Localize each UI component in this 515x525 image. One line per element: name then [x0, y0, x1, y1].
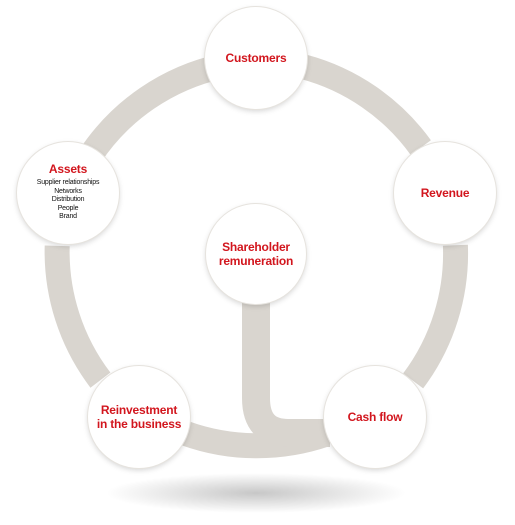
reinvestment-label: Reinvestment in the business	[96, 403, 182, 431]
arc-customers-revenue	[299, 54, 431, 156]
assets-label-line-1: Assets	[48, 162, 88, 176]
cash-flow-label-line-1: Cash flow	[347, 410, 403, 424]
ground-shadow	[106, 473, 406, 513]
cash-flow-label: Cash flow	[348, 410, 403, 424]
shareholder-stem-connector	[242, 300, 330, 447]
revenue-label: Revenue	[421, 186, 470, 200]
assets-list: Supplier relationships Networks Distribu…	[37, 179, 100, 222]
shareholder-remuneration-node: Shareholder remuneration	[206, 204, 306, 304]
reinvestment-node: Reinvestment in the business	[88, 366, 190, 468]
revenue-node: Revenue	[394, 142, 496, 244]
shareholder-label-line-1: Shareholder	[222, 240, 290, 254]
cash-flow-node: Cash flow	[324, 366, 426, 468]
asset-item-people: People	[57, 204, 79, 212]
asset-item-distribution: Distribution	[51, 196, 85, 204]
asset-item-brand: Brand	[59, 213, 77, 221]
customers-node: Customers	[205, 7, 307, 109]
cycle-ring	[44, 53, 469, 459]
assets-label: Assets	[49, 162, 87, 176]
reinvestment-label-line-1: Reinvestment	[100, 403, 178, 417]
customers-label-line-1: Customers	[225, 51, 287, 65]
shareholder-label: Shareholder remuneration	[219, 240, 293, 268]
arc-assets-customers	[79, 53, 225, 164]
customers-label: Customers	[226, 51, 287, 65]
revenue-label-line-1: Revenue	[420, 186, 470, 200]
arc-revenue-cashflow	[403, 244, 469, 389]
assets-node: Assets Supplier relationships Networks D…	[17, 142, 119, 244]
reinvestment-label-line-2: in the business	[96, 417, 182, 431]
asset-item-networks: Networks	[54, 187, 82, 195]
arc-reinvest-assets	[44, 245, 111, 388]
asset-item-supplier-relationships: Supplier relationships	[36, 179, 100, 186]
shareholder-label-line-2: remuneration	[218, 254, 294, 268]
